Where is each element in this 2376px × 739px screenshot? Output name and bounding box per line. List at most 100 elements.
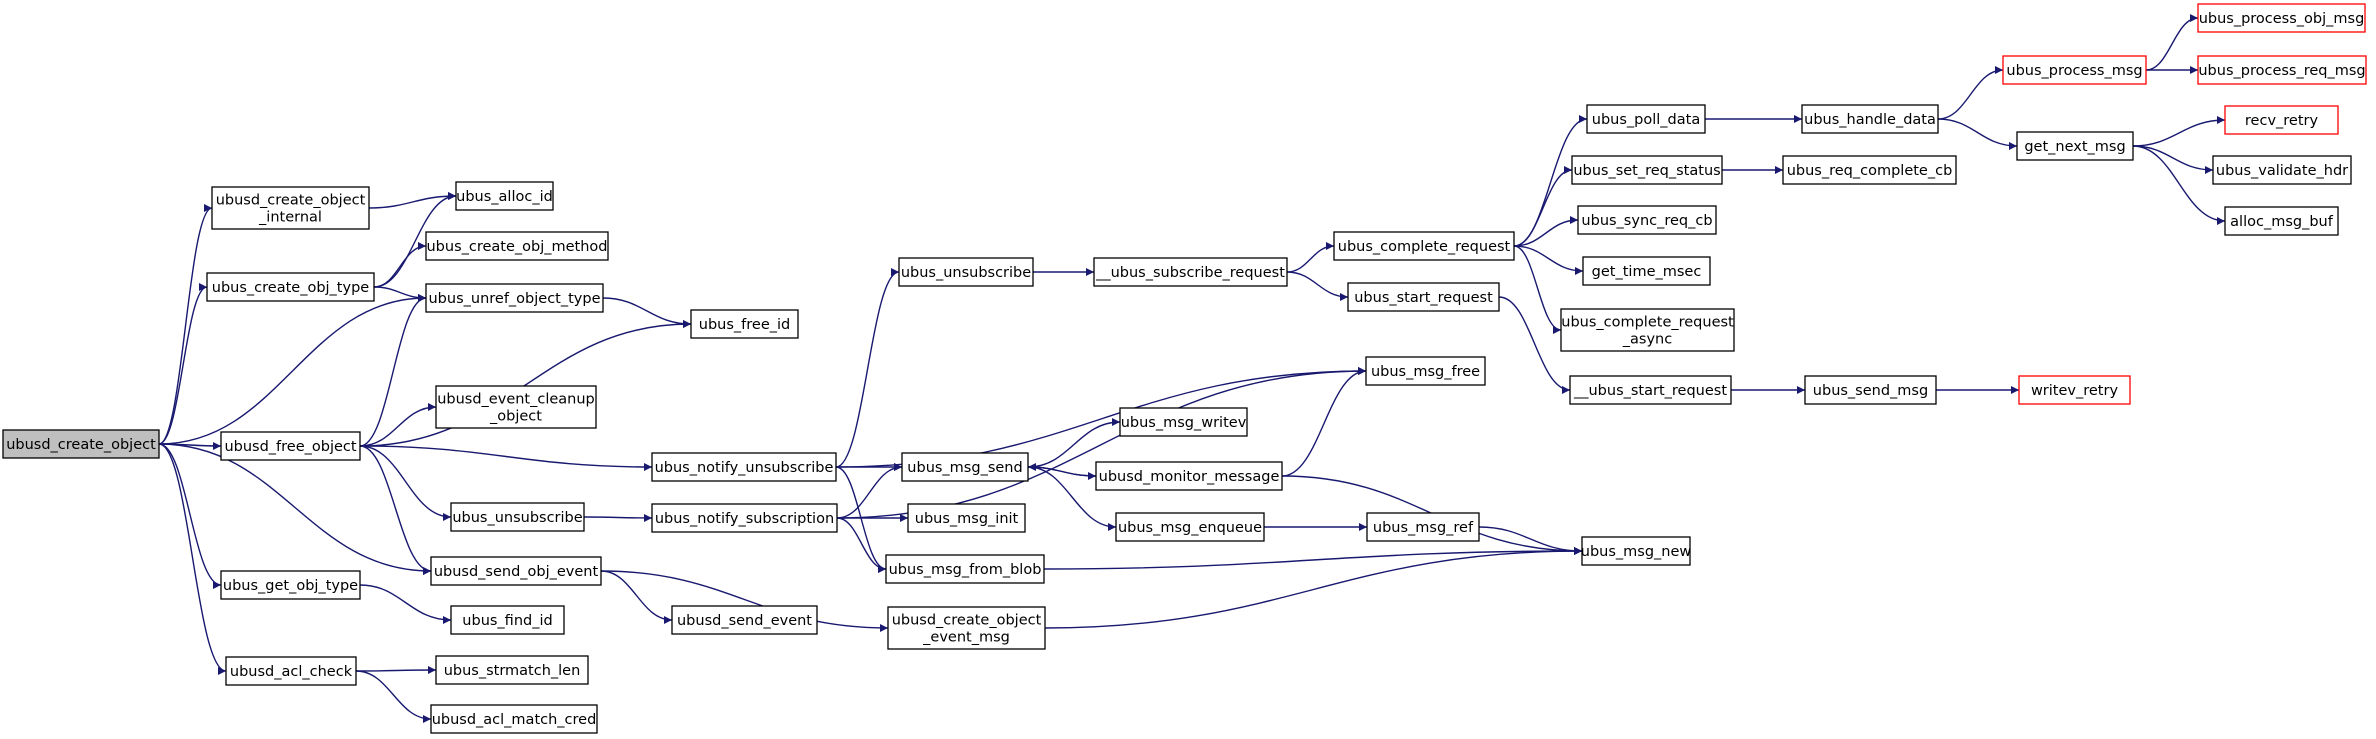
node-ubus-subscribe-request[interactable]: __ubus_subscribe_request bbox=[1093, 257, 1288, 287]
node-ubus-process-req-msg[interactable]: ubus_process_req_msg bbox=[2197, 55, 2367, 85]
node-ubus-set-req-status[interactable]: ubus_set_req_status bbox=[1571, 155, 1723, 185]
node-ubusd-acl-match-cred[interactable]: ubusd_acl_match_cred bbox=[430, 704, 598, 734]
edge-cobj_evt_msg-to-msg_new bbox=[1044, 547, 1583, 629]
node-label: ubus_strmatch_len bbox=[444, 663, 581, 679]
node-ubus-msg-ref[interactable]: ubus_msg_ref bbox=[1366, 512, 1480, 542]
node-label: get_time_msec bbox=[1592, 264, 1702, 280]
node-ubus-process-msg[interactable]: ubus_process_msg bbox=[2002, 55, 2147, 85]
node-ubus-msg-from-blob[interactable]: ubus_msg_from_blob bbox=[885, 554, 1045, 584]
node-ubus-unsubscribe[interactable]: ubus_unsubscribe bbox=[898, 257, 1034, 287]
edge-unref-to-free_id bbox=[602, 297, 692, 328]
node-ubus-msg-enqueue[interactable]: ubus_msg_enqueue bbox=[1115, 512, 1265, 542]
node-ubus-complete-request[interactable]: ubus_complete_request bbox=[1333, 231, 1515, 261]
node-ubus-msg-writev[interactable]: ubus_msg_writev bbox=[1119, 407, 1248, 437]
node-ubusd-send-obj-event[interactable]: ubusd_send_obj_event bbox=[430, 556, 602, 586]
edge-cobj_int-to-alloc_id bbox=[368, 192, 457, 209]
node-get-time-msec[interactable]: get_time_msec bbox=[1582, 256, 1711, 286]
node-ubus-sync-req-cb[interactable]: ubus_sync_req_cb bbox=[1577, 205, 1717, 235]
node-box bbox=[435, 385, 597, 429]
node-label: ubus_req_complete_cb bbox=[1787, 163, 1953, 179]
node-label: _internal bbox=[258, 210, 322, 226]
node-ubus-unsubscribe[interactable]: ubus_unsubscribe bbox=[450, 502, 585, 532]
edge-arrow bbox=[158, 443, 227, 675]
node-ubus-process-obj-msg[interactable]: ubus_process_obj_msg bbox=[2197, 3, 2366, 33]
edge-arrow bbox=[1937, 66, 2004, 120]
node-recv-retry[interactable]: recv_retry bbox=[2224, 105, 2339, 135]
node-label: ubus_msg_free bbox=[1371, 364, 1480, 380]
node-ubus-find-id[interactable]: ubus_find_id bbox=[450, 605, 565, 635]
node-ubusd-create-object-internal[interactable]: ubusd_create_object_internal bbox=[211, 186, 370, 230]
node-ubus-create-obj-method[interactable]: ubus_create_obj_method bbox=[425, 231, 609, 261]
node-ubus-validate-hdr[interactable]: ubus_validate_hdr bbox=[2212, 155, 2352, 185]
edge-root-to-acl_check bbox=[158, 443, 227, 675]
node-label: ubus_msg_init bbox=[915, 511, 1019, 527]
node-box bbox=[1582, 256, 1711, 286]
node-box bbox=[430, 556, 602, 586]
node-ubus-start-request[interactable]: __ubus_start_request bbox=[1569, 375, 1732, 405]
edge-arrow bbox=[1513, 166, 1573, 247]
node-get-next-msg[interactable]: get_next_msg bbox=[2016, 131, 2134, 161]
node-ubus-complete-request-async[interactable]: ubus_complete_request_async bbox=[1560, 308, 1735, 352]
node-label: ubus_msg_new bbox=[1581, 544, 1692, 560]
node-ubus-msg-send[interactable]: ubus_msg_send bbox=[901, 452, 1029, 482]
edge-notify_sub-to-msg_from_blob bbox=[836, 517, 887, 573]
edge-arrow bbox=[158, 443, 222, 589]
node-box bbox=[1569, 375, 1732, 405]
edge-cobj_type-to-unref bbox=[373, 286, 427, 302]
node-label: ubus_complete_request bbox=[1338, 239, 1511, 255]
node-label: ubus_alloc_id bbox=[456, 189, 553, 205]
node-alloc-msg-buf[interactable]: alloc_msg_buf bbox=[2224, 206, 2339, 236]
node-ubusd-create-object-event-msg[interactable]: ubusd_create_object_event_msg bbox=[887, 606, 1046, 650]
node-ubus-start-request[interactable]: ubus_start_request bbox=[1347, 282, 1500, 312]
node-ubusd-send-event[interactable]: ubusd_send_event bbox=[671, 605, 818, 635]
node-ubus-notify-unsubscribe[interactable]: ubus_notify_unsubscribe bbox=[651, 452, 837, 482]
edge-arrow bbox=[1478, 526, 1583, 555]
node-ubus-get-obj-type[interactable]: ubus_get_obj_type bbox=[220, 570, 361, 600]
node-box bbox=[1782, 155, 1957, 185]
node-ubusd-create-object[interactable]: ubusd_create_object bbox=[2, 429, 160, 459]
edge-arrow bbox=[600, 570, 673, 624]
node-ubus-alloc-id[interactable]: ubus_alloc_id bbox=[455, 181, 554, 211]
node-ubusd-free-object[interactable]: ubusd_free_object bbox=[220, 431, 361, 461]
node-ubus-handle-data[interactable]: ubus_handle_data bbox=[1801, 104, 1939, 134]
node-label: ubus_set_req_status bbox=[1573, 163, 1720, 179]
node-ubusd-acl-check[interactable]: ubusd_acl_check bbox=[225, 656, 357, 686]
node-ubus-unref-object-type[interactable]: ubus_unref_object_type bbox=[425, 283, 604, 313]
node-ubus-create-obj-type[interactable]: ubus_create_obj_type bbox=[206, 272, 375, 302]
node-writev-retry[interactable]: writev_retry bbox=[2018, 375, 2131, 405]
node-ubusd-monitor-message[interactable]: ubusd_monitor_message bbox=[1095, 461, 1283, 491]
node-ubus-strmatch-len[interactable]: ubus_strmatch_len bbox=[435, 655, 589, 685]
edge-acl_check-to-strmatch bbox=[355, 666, 437, 675]
node-box bbox=[206, 272, 375, 302]
node-box bbox=[1347, 282, 1500, 312]
edge-msg_from_blob-to-msg_new bbox=[1043, 547, 1583, 570]
edge-arrow bbox=[373, 242, 427, 288]
node-box bbox=[2016, 131, 2134, 161]
node-label: get_next_msg bbox=[2024, 139, 2125, 155]
node-label: ubus_handle_data bbox=[1804, 112, 1936, 128]
node-box bbox=[1093, 257, 1288, 287]
node-ubusd-event-cleanup-object[interactable]: ubusd_event_cleanup_object bbox=[435, 385, 597, 429]
node-ubus-msg-free[interactable]: ubus_msg_free bbox=[1365, 356, 1486, 386]
edge-free_obj-to-notify_unsub bbox=[359, 445, 653, 471]
node-box bbox=[2224, 206, 2339, 236]
node-ubus-poll-data[interactable]: ubus_poll_data bbox=[1586, 104, 1706, 134]
node-box bbox=[425, 283, 604, 313]
node-box bbox=[2212, 155, 2352, 185]
node-box bbox=[651, 452, 837, 482]
node-label: ubus_notify_unsubscribe bbox=[655, 460, 834, 476]
edge-notify_sub-to-msg_send bbox=[836, 463, 903, 519]
node-ubus-req-complete-cb[interactable]: ubus_req_complete_cb bbox=[1782, 155, 1957, 185]
edge-free_obj-to-unsub_a bbox=[359, 445, 452, 521]
edge-arrow bbox=[158, 443, 432, 575]
edge-arrow bbox=[359, 445, 452, 521]
node-ubus-send-msg[interactable]: ubus_send_msg bbox=[1804, 375, 1937, 405]
node-box bbox=[225, 656, 357, 686]
node-label: ubus_unsubscribe bbox=[452, 510, 582, 526]
node-ubus-msg-new[interactable]: ubus_msg_new bbox=[1581, 536, 1692, 566]
node-ubus-notify-subscription[interactable]: ubus_notify_subscription bbox=[651, 503, 838, 533]
node-ubus-msg-init[interactable]: ubus_msg_init bbox=[907, 503, 1026, 533]
node-ubus-free-id[interactable]: ubus_free_id bbox=[690, 309, 799, 339]
node-box bbox=[651, 503, 838, 533]
